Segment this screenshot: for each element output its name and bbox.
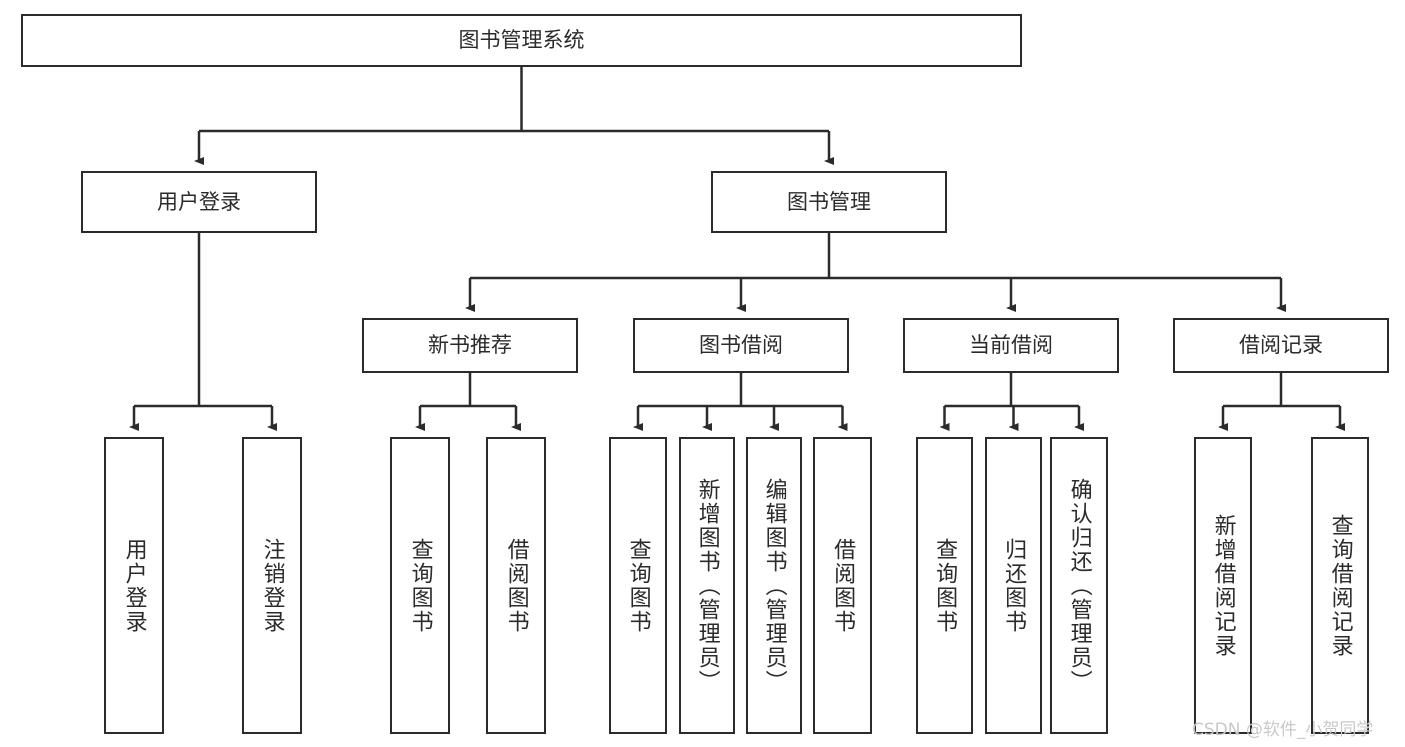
node-label: 当前借阅 [969, 333, 1053, 358]
node-leaf-borrow-add: 新增图书（管理员） [679, 437, 735, 734]
node-leaf-borrow-query: 查询图书 [609, 437, 667, 734]
edge-group [129, 67, 1345, 431]
node-label: 查询图书 [932, 537, 958, 634]
node-label: 新书推荐 [428, 333, 512, 358]
node-borrow-record: 借阅记录 [1173, 318, 1389, 373]
node-label: 用户登录 [157, 189, 241, 214]
node-user-login: 用户登录 [81, 171, 317, 233]
node-leaf-cur-return: 归还图书 [985, 437, 1042, 734]
node-book-borrow: 图书借阅 [633, 318, 849, 373]
node-label: 图书管理系统 [458, 28, 585, 53]
node-leaf-rec-add: 新增借阅记录 [1194, 437, 1252, 734]
node-label: 查询图书 [407, 537, 433, 634]
node-label: 查询借阅记录 [1327, 513, 1353, 658]
node-current-borrow: 当前借阅 [903, 318, 1119, 373]
node-leaf-borrow-edit: 编辑图书（管理员） [746, 437, 802, 734]
node-label: 图书管理 [787, 189, 871, 214]
node-label: 归还图书 [1001, 537, 1027, 634]
node-label: 编辑图书（管理员） [761, 477, 787, 694]
node-label: 查询图书 [625, 537, 651, 634]
node-label: 图书借阅 [699, 333, 783, 358]
node-leaf-cur-query: 查询图书 [916, 437, 973, 734]
node-root: 图书管理系统 [21, 14, 1022, 67]
node-leaf-user-logout: 注销登录 [242, 437, 302, 734]
node-label: 新增图书（管理员） [694, 477, 720, 694]
node-label: 借阅图书 [503, 537, 529, 634]
node-new-book-rec: 新书推荐 [362, 318, 578, 373]
node-leaf-user-login: 用户登录 [104, 437, 164, 734]
node-label: 借阅图书 [830, 537, 856, 634]
node-label: 新增借阅记录 [1210, 513, 1236, 658]
node-leaf-rec-query: 查询图书 [390, 437, 450, 734]
node-leaf-cur-confirm: 确认归还（管理员） [1050, 437, 1108, 734]
node-leaf-rec-search: 查询借阅记录 [1311, 437, 1369, 734]
node-label: 用户登录 [121, 537, 147, 634]
node-label: 注销登录 [259, 537, 285, 634]
node-leaf-rec-borrow: 借阅图书 [486, 437, 546, 734]
node-book-manage: 图书管理 [711, 171, 947, 233]
node-label: 借阅记录 [1239, 333, 1323, 358]
node-leaf-borrow-lend: 借阅图书 [813, 437, 872, 734]
node-label: 确认归还（管理员） [1066, 477, 1092, 694]
